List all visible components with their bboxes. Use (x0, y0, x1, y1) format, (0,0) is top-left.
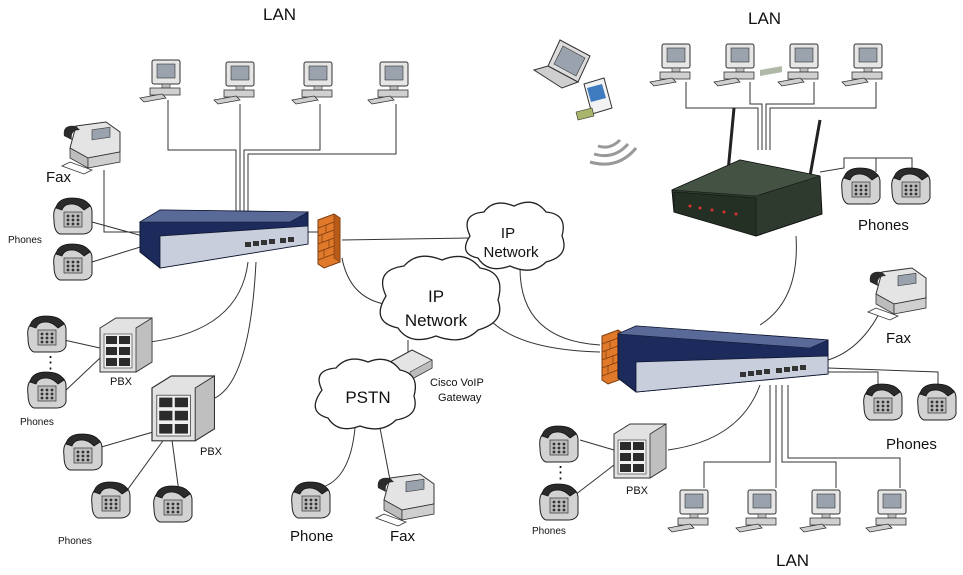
pc-icon (777, 43, 819, 87)
lan-label: LAN (776, 551, 809, 570)
phone-icon (53, 197, 93, 235)
cloud-label: Network (405, 311, 468, 330)
phone-icon (917, 383, 957, 421)
phones-label: Phones (886, 436, 937, 453)
cloud-label: IP (501, 225, 515, 242)
phones-label: Phones (532, 526, 566, 537)
wireless-card-icon (575, 77, 613, 121)
phone-icon (91, 481, 131, 519)
pc-icon (649, 43, 691, 87)
wifi-router-icon (671, 66, 823, 237)
phone-icon (63, 433, 103, 471)
ip-network-cloud-top: IP Network (464, 201, 565, 271)
pc-icon (213, 61, 255, 105)
laptop-icon (532, 39, 591, 89)
pc-icon (799, 489, 841, 533)
pc-icon (713, 43, 755, 87)
pc-icon (865, 489, 907, 533)
pc-icon (367, 61, 409, 105)
gateway-label: Cisco VoIP (430, 377, 484, 389)
phone-icon (539, 483, 579, 521)
fax-label: Fax (46, 169, 72, 186)
lan-label: LAN (748, 9, 781, 28)
pc-icon (841, 43, 883, 87)
phones-label: Phones (858, 217, 909, 234)
pbx-label: PBX (626, 485, 649, 497)
phone-icon (863, 383, 903, 421)
gateway-label: Gateway (438, 392, 482, 404)
ellipsis-dots: ⋮ (552, 463, 569, 482)
firewall-icon (317, 213, 341, 269)
connection-lines (63, 82, 939, 501)
phone-icon (891, 167, 931, 205)
ellipsis-dots: ⋮ (42, 353, 59, 372)
fax-label: Fax (390, 528, 416, 545)
pbx-icon (151, 375, 216, 442)
phone-icon (27, 315, 67, 353)
pbx-icon (99, 317, 153, 373)
lan-label: LAN (263, 5, 296, 24)
pbx-label: PBX (110, 376, 133, 388)
cloud-label: PSTN (345, 388, 390, 407)
fax-icon (375, 473, 435, 527)
pc-icon (667, 489, 709, 533)
pbx-icon (613, 423, 667, 479)
cloud-label: IP (428, 287, 444, 306)
wireless-signal-icon (589, 138, 638, 166)
phone-icon (27, 371, 67, 409)
phones-label: Phones (20, 417, 54, 428)
fax-label: Fax (886, 330, 912, 347)
router-right-icon (617, 325, 829, 393)
pbx-label: PBX (200, 446, 223, 458)
phone-icon (291, 481, 331, 519)
fax-icon (867, 267, 927, 321)
phone-icon (539, 425, 579, 463)
pc-icon (291, 61, 333, 105)
pc-icon (139, 59, 181, 103)
pc-icon (735, 489, 777, 533)
ip-network-cloud-center: IP Network (379, 255, 501, 341)
phones-label: Phones (58, 536, 92, 547)
phone-label: Phone (290, 528, 333, 545)
fax-icon (61, 121, 121, 175)
cloud-label: Network (483, 244, 539, 261)
phone-icon (153, 485, 193, 523)
pstn-cloud: PSTN (314, 358, 417, 430)
router-left-icon (138, 209, 310, 269)
phone-icon (841, 167, 881, 205)
phones-label: Phones (8, 235, 42, 246)
phone-icon (53, 243, 93, 281)
